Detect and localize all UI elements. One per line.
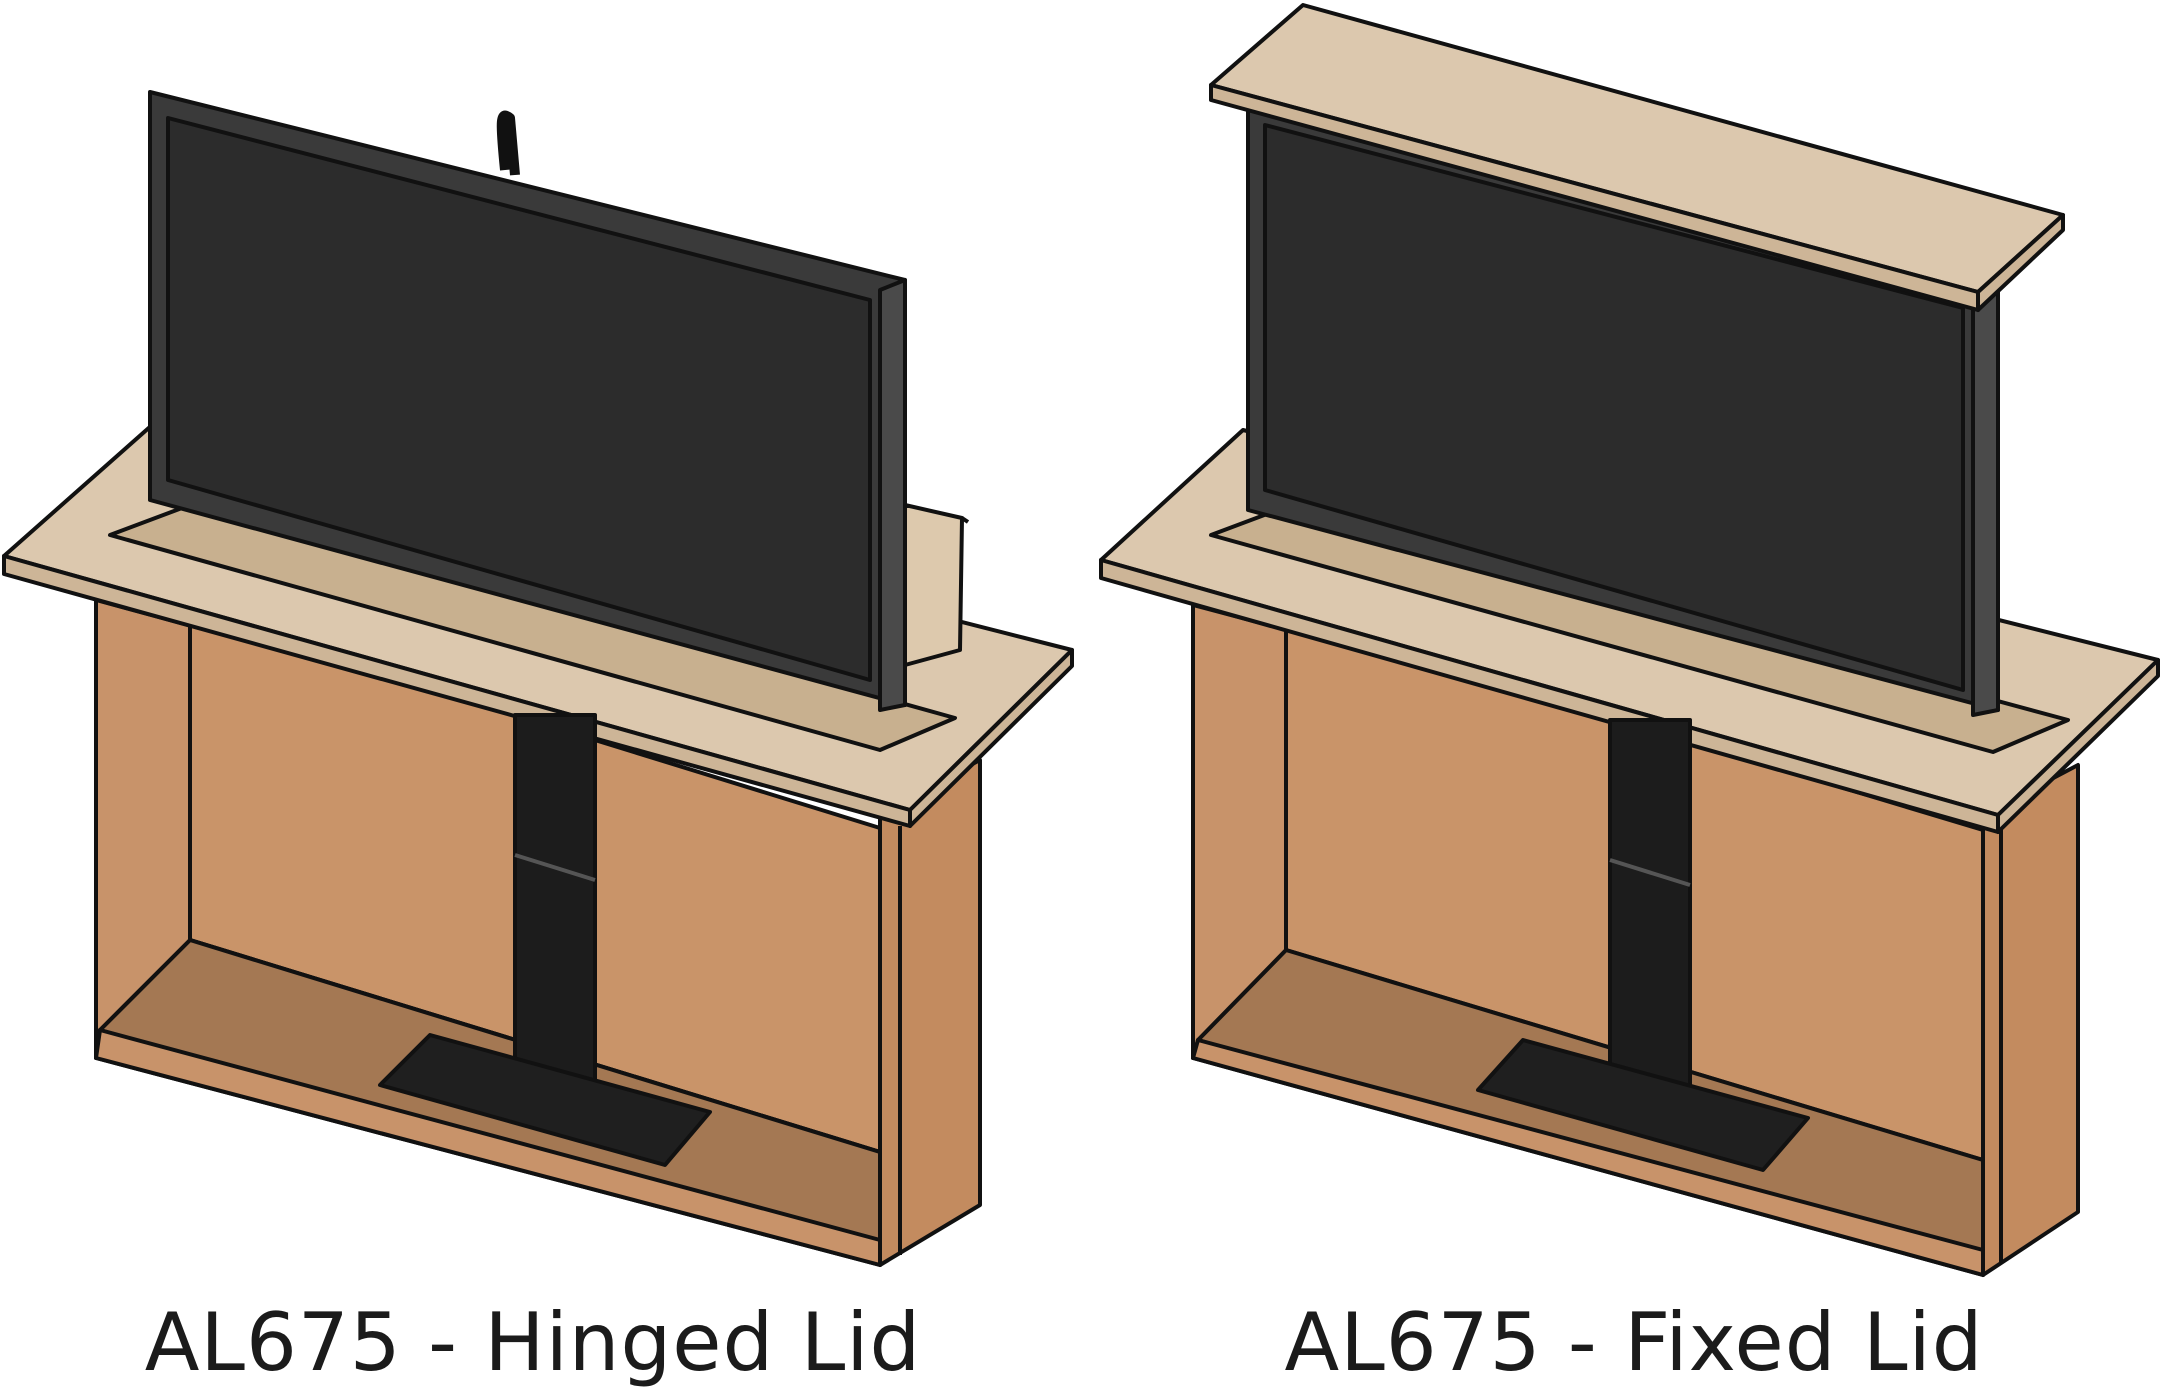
lift-base-plate — [1476, 1038, 1810, 1172]
cabinet-right-side — [1981, 763, 2080, 1277]
fixed-lid-illustration — [1099, 3, 2160, 1277]
figure-hinged-lid: AL675 - Hinged Lid — [0, 0, 1082, 1399]
hinged-lid-illustration — [2, 90, 1074, 1267]
tv-screen — [1263, 123, 1965, 692]
lift-column — [513, 713, 597, 1087]
cabinet-right-side — [878, 758, 982, 1267]
caption-fixed-lid: AL675 - Fixed Lid — [1284, 1296, 1984, 1389]
figure-fixed-lid: AL675 - Fixed Lid — [1083, 0, 2165, 1399]
tv-cable — [496, 110, 520, 176]
lift-base-plate — [378, 1033, 712, 1167]
lift-column — [1608, 718, 1692, 1097]
caption-hinged-lid: AL675 - Hinged Lid — [144, 1296, 922, 1389]
tv-screen — [166, 116, 872, 682]
hinged-flap — [903, 503, 964, 667]
